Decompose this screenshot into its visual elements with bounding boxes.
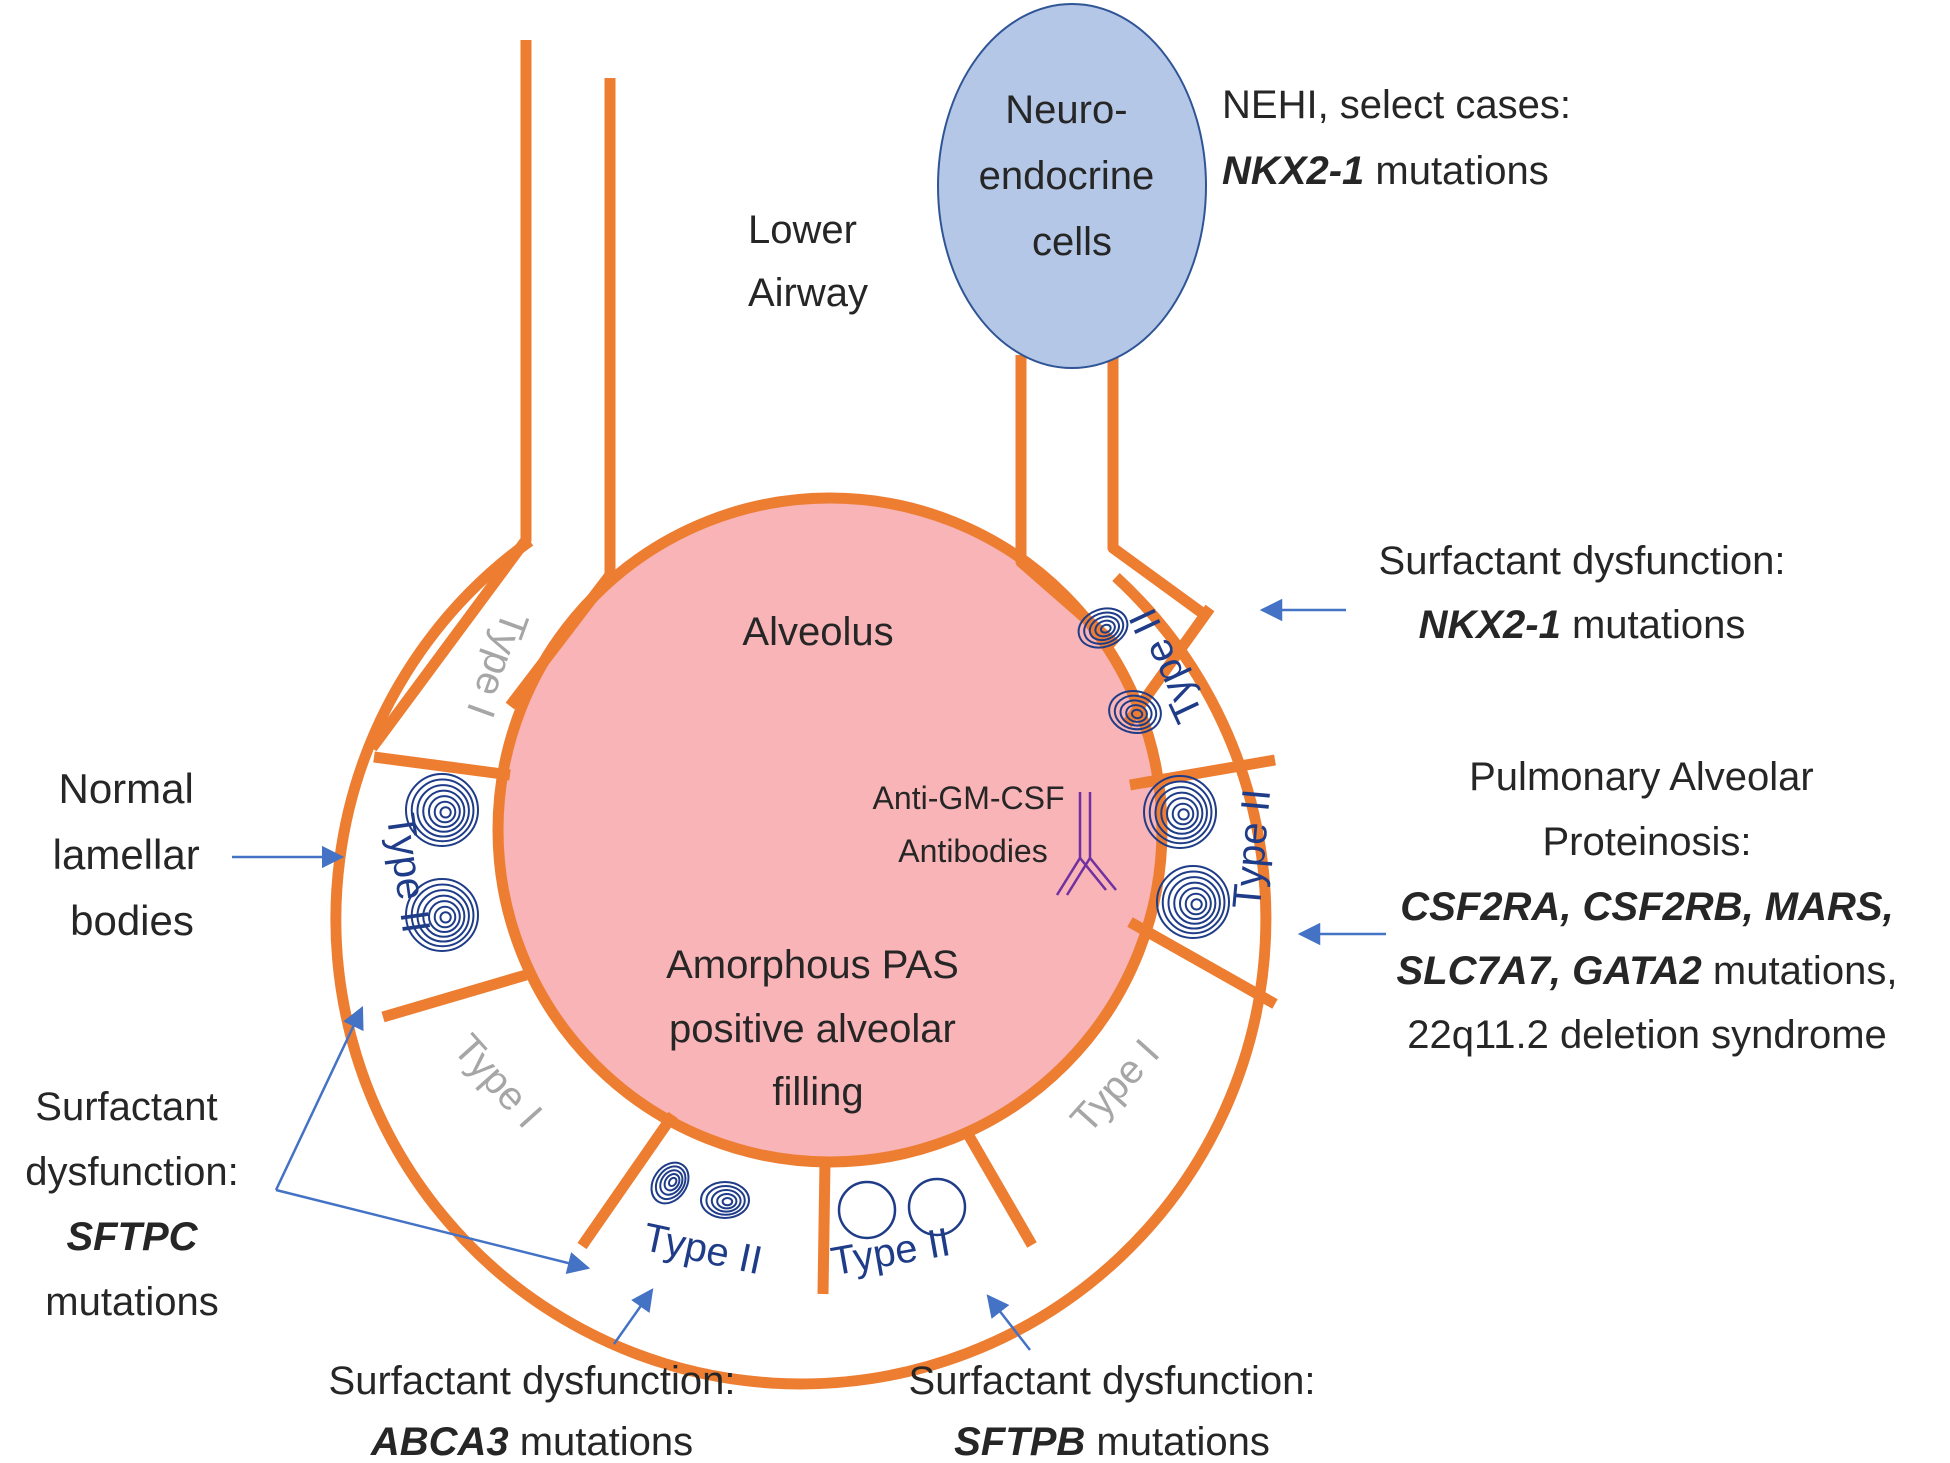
- normal-lamellar-label-3: bodies: [70, 897, 194, 944]
- svg-text:SLC7A7, GATA2 mutations,: SLC7A7, GATA2 mutations,: [1397, 949, 1898, 993]
- neuroendocrine-cells: Neuro- endocrine cells: [937, 3, 1207, 369]
- lamellar-body: [1108, 690, 1162, 734]
- neuroendocrine-ellipse: [937, 3, 1207, 369]
- arrows: [232, 598, 1386, 1351]
- alveolus-filling: [498, 498, 1162, 1162]
- sd-sftpb-gene: SFTPB: [954, 1420, 1085, 1463]
- anti-gm-csf-label-2: Antibodies: [898, 833, 1047, 869]
- lower-airway-label-1: Lower: [748, 208, 857, 252]
- pas-label-3: filling: [772, 1070, 863, 1114]
- arrow-sftpc-up: [274, 1005, 364, 1191]
- svg-text:SFTPB mutations: SFTPB mutations: [954, 1420, 1270, 1463]
- pap-label-2: Proteinosis:: [1543, 820, 1752, 864]
- neuro-label-2: endocrine: [979, 154, 1155, 198]
- sd-sftpc-gene: SFTPC: [66, 1215, 198, 1259]
- pap-genes-1: CSF2RA, CSF2RB, MARS,: [1400, 885, 1893, 929]
- sd-sftpc-label-2: dysfunction:: [25, 1150, 238, 1194]
- lower-airway-left-tube: [367, 40, 616, 752]
- cell-type1-lower-left: Type I: [445, 1026, 551, 1136]
- svg-text:ABCA3 mutations: ABCA3 mutations: [370, 1420, 693, 1463]
- arrow-abca3: [612, 1288, 654, 1345]
- lamellar-body: [405, 878, 479, 952]
- lamellar-body: [650, 1161, 690, 1205]
- sd-abca3-gene-suffix: mutations: [509, 1420, 694, 1463]
- normal-lamellar-label-1: Normal: [58, 765, 193, 812]
- pas-label-1: Amorphous PAS: [666, 943, 959, 987]
- neuro-label-1: Neuro-: [1005, 88, 1127, 132]
- svg-text:Amorphous PAS positive alv: Amorphous PAS positive alveolar filling: [666, 943, 970, 1114]
- lamellar-body: [1077, 607, 1129, 649]
- lamellar-bodies: [405, 607, 1230, 1219]
- svg-text:NKX2-1 mutations: NKX2-1 mutations: [1222, 149, 1549, 193]
- neuro-label-3: cells: [1032, 220, 1112, 264]
- sd-nkx-gene: NKX2-1: [1419, 603, 1561, 647]
- nehi-gene: NKX2-1: [1222, 149, 1364, 193]
- sd-nkx-gene-suffix: mutations: [1561, 603, 1746, 647]
- cell-type2-left: Type II: [378, 811, 438, 936]
- pap-label-1: Pulmonary Alveolar: [1469, 755, 1814, 799]
- normal-lamellar-label-2: lamellar: [53, 831, 200, 878]
- nehi-label: NEHI, select cases:: [1222, 83, 1571, 127]
- pap-genes-2: SLC7A7, GATA2: [1397, 949, 1702, 993]
- svg-text:NKX2-1 mutations: NKX2-1 mutations: [1419, 603, 1746, 647]
- lamellar-body: [405, 773, 479, 847]
- svg-text:Neuro- endocrine c: Neuro- endocrine cells: [979, 88, 1166, 264]
- sd-nkx-label: Surfactant dysfunction:: [1379, 539, 1786, 583]
- svg-text:Pulmonary Alveolar Protein: Pulmonary Alveolar Proteinosis:: [1469, 755, 1825, 864]
- cell-dividers: [373, 604, 1278, 1295]
- cell-type2-right: Type II: [1225, 787, 1279, 910]
- sd-abca3-label: Surfactant dysfunction:: [329, 1359, 736, 1403]
- sd-abca3-gene: ABCA3: [370, 1420, 509, 1463]
- lamellar-body: [1156, 865, 1230, 939]
- svg-text:Normal lamellar bodies: Normal lamellar bodies: [53, 765, 212, 944]
- sd-sftpb-gene-suffix: mutations: [1085, 1420, 1270, 1463]
- svg-text:Anti-GM-CSF Antibodies: Anti-GM-CSF Antibodies: [873, 780, 1074, 869]
- arrow-sftpb: [986, 1294, 1031, 1351]
- sd-sftpc-suffix: mutations: [45, 1280, 218, 1324]
- cell-type2-bottom-left: Type II: [639, 1215, 766, 1283]
- sd-sftpb-label: Surfactant dysfunction:: [909, 1359, 1316, 1403]
- anti-gm-csf-label-1: Anti-GM-CSF: [873, 780, 1065, 816]
- pap-genes-2-suffix: mutations,: [1702, 949, 1898, 993]
- antibody-icon: [1055, 792, 1117, 896]
- lamellar-body: [1143, 775, 1217, 849]
- pas-label-2: positive alveolar: [669, 1007, 956, 1051]
- empty-lamellar-bodies: [837, 1177, 967, 1240]
- svg-text:Surfactant dysfunction:: Surfactant dysfunction:: [25, 1085, 238, 1194]
- nehi-gene-suffix: mutations: [1364, 149, 1549, 193]
- svg-text:NEHI, select cases:: NEHI, select cases:: [1222, 83, 1571, 127]
- alveolus-label: Alveolus: [742, 610, 893, 654]
- arrow-sftpc-down: [275, 1188, 591, 1275]
- lamellar-body: [700, 1181, 750, 1219]
- lower-airway-label-2: Airway: [748, 271, 868, 315]
- sd-sftpc-label-1: Surfactant: [35, 1085, 217, 1129]
- svg-text:Lower Airway: Lower Airway: [748, 208, 868, 315]
- pap-deletion-label: 22q11.2 deletion syndrome: [1407, 1013, 1887, 1057]
